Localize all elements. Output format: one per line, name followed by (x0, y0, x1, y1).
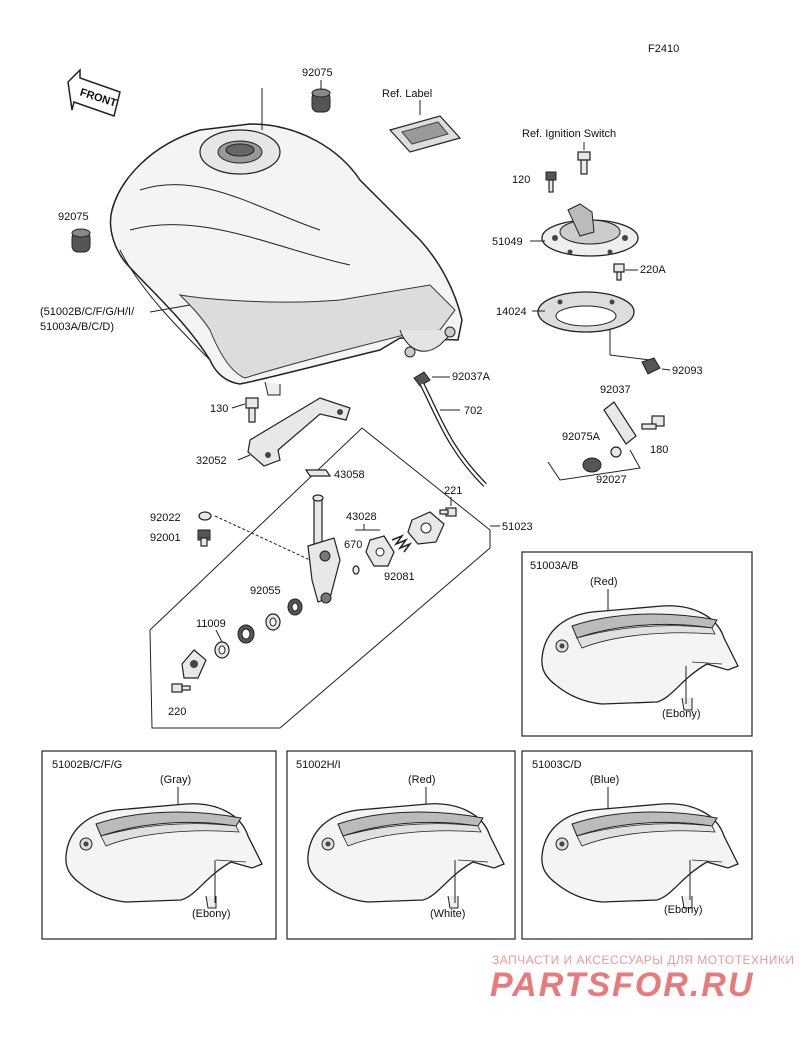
variant-top-color: (Red) (408, 774, 436, 786)
variant-code: 51002B/C/F/G (52, 759, 122, 771)
label-92037: 92037 (600, 384, 631, 396)
bolt-130 (245, 397, 259, 423)
screw-ignition (577, 151, 591, 175)
ring-14024 (537, 291, 635, 333)
o-ring-92055 (287, 598, 303, 616)
label-92027: 92027 (596, 474, 627, 486)
damper-92075A (582, 457, 602, 473)
bolt-120 (545, 171, 557, 193)
variant-box-51002HI: 51002H/I (Red) (White) (286, 750, 516, 940)
watermark-line1: ЗАПЧАСТИ И АКСЕССУАРЫ ДЛЯ МОТОТЕХНИКИ (492, 953, 794, 967)
filter-43058 (304, 469, 332, 477)
rubber-damper-92075-left (71, 228, 91, 253)
label-ref-label: Ref. Label (382, 88, 432, 100)
label-130: 130 (210, 403, 228, 415)
screw-220A (613, 263, 625, 281)
label-220: 220 (168, 706, 186, 718)
variant-top-color: (Red) (590, 576, 618, 588)
label-120: 120 (512, 174, 530, 186)
label-92037A: 92037A (452, 371, 491, 383)
label-tank-code-2: 51003A/B/C/D) (40, 321, 114, 333)
label-92081: 92081 (384, 571, 415, 583)
label-180: 180 (650, 444, 668, 456)
petcock-valve (307, 494, 341, 604)
variant-bottom-color: (White) (430, 908, 465, 920)
rubber-damper-92075-top (311, 88, 331, 113)
variant-code: 51002H/I (296, 759, 341, 771)
label-92093: 92093 (672, 365, 703, 377)
variant-bottom-color: (Ebony) (664, 904, 703, 916)
cover-plate (407, 511, 445, 545)
label-11009: 11009 (196, 618, 226, 630)
watermark-line2: PARTSFOR.RU (490, 966, 754, 1004)
diaphragm (365, 535, 395, 567)
variant-bottom-color: (Ebony) (192, 908, 231, 920)
spring (391, 534, 413, 553)
variant-top-color: (Gray) (160, 774, 191, 786)
washer-92027 (610, 446, 622, 458)
figure-code: F2410 (648, 43, 679, 55)
variant-code: 51003A/B (530, 560, 578, 572)
gasket (265, 613, 281, 631)
variant-box-51003CD: 51003C/D (Blue) (Ebony) (521, 750, 753, 940)
variant-box-51002BCFG: 51002B/C/F/G (Gray) (Ebony) (41, 750, 277, 940)
label-220A: 220A (640, 264, 666, 276)
seal (237, 624, 255, 644)
label-92075-top: 92075 (302, 67, 333, 79)
bracket-32052 (247, 397, 351, 467)
label-670: 670 (344, 539, 362, 551)
label-92022: 92022 (150, 512, 181, 524)
nut-92093 (641, 357, 661, 375)
label-221: 221 (444, 485, 462, 497)
ref-label-plate (388, 115, 462, 153)
bolt-180 (641, 415, 665, 430)
fuel-tank (109, 88, 463, 396)
washer-92022 (198, 511, 212, 521)
label-92001: 92001 (150, 532, 181, 544)
clamp-92037A (413, 371, 431, 387)
cap-51049 (541, 203, 639, 257)
variant-bottom-color: (Ebony) (662, 708, 701, 720)
o-ring-670 (352, 565, 360, 575)
label-702: 702 (464, 405, 482, 417)
lever-knob (181, 649, 207, 679)
screw-220 (171, 683, 191, 693)
label-14024: 14024 (496, 306, 527, 318)
variant-box-51003AB: 51003A/B (Red) (Ebony) (521, 551, 753, 737)
variant-top-color: (Blue) (590, 774, 619, 786)
label-92075A: 92075A (562, 431, 601, 443)
label-43028: 43028 (346, 511, 377, 523)
label-51049: 51049 (492, 236, 523, 248)
front-arrow-icon: FRONT (67, 68, 121, 117)
gasket-11009 (214, 641, 230, 659)
variant-code: 51003C/D (532, 759, 582, 771)
label-92055: 92055 (250, 585, 281, 597)
screw-221 (439, 507, 457, 517)
label-tank-code-1: (51002B/C/F/G/H/I/ (40, 306, 135, 318)
label-32052: 32052 (196, 455, 227, 467)
label-43058: 43058 (334, 469, 365, 481)
bolt-92001 (197, 529, 211, 547)
label-ref-ignition: Ref. Ignition Switch (522, 128, 616, 140)
label-51023: 51023 (502, 521, 533, 533)
label-92075-left: 92075 (58, 211, 89, 223)
bracket-92037 (603, 401, 637, 445)
